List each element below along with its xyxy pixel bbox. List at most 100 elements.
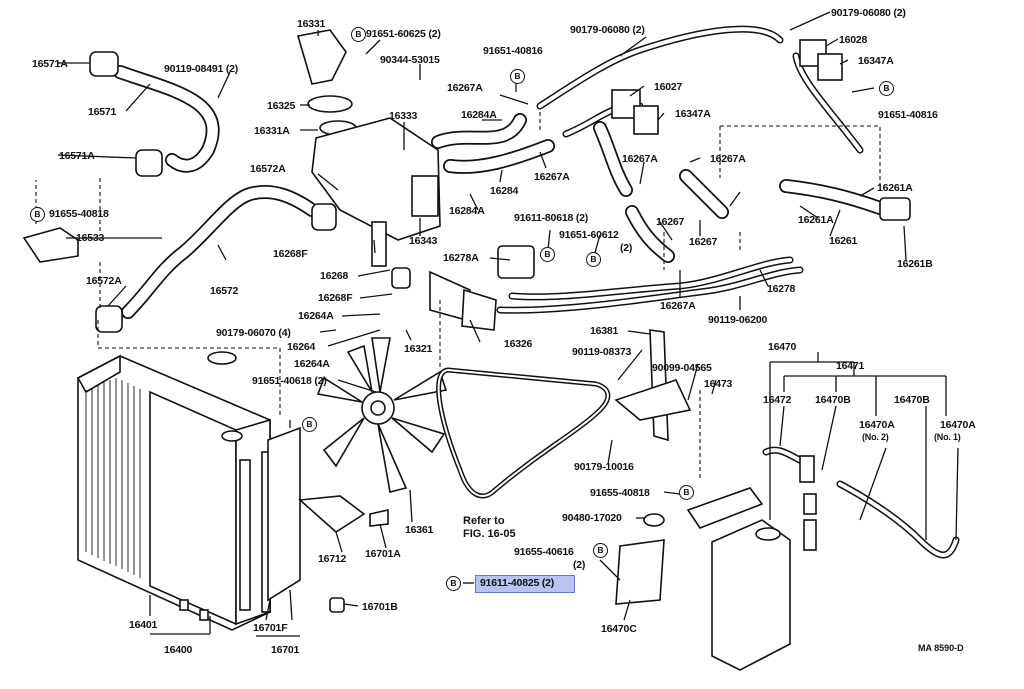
label-16321: 16321 (404, 343, 433, 355)
label-90119-08491: 90119-08491 (2) (164, 63, 239, 75)
label-16701: 16701 (271, 644, 300, 656)
reference-note-line1: Refer to (463, 515, 505, 527)
label-16471: 16471 (836, 360, 865, 372)
label-16701B: 16701B (362, 601, 398, 613)
reservoir-drawing (615, 446, 960, 671)
highlighted-part-label: 91611-40825 (2) (480, 577, 555, 589)
label-16470B-a: 16470B (815, 394, 851, 406)
label-16347A-a: 16347A (858, 55, 894, 67)
label-91651-40816-a: 91651-40816 (483, 45, 543, 57)
bullet-marker: B (302, 417, 317, 432)
label-16470C: 16470C (601, 623, 637, 635)
reference-note-line2: FIG. 16-05 (463, 528, 516, 540)
label-16701A: 16701A (365, 548, 401, 560)
label-16533: 16533 (76, 232, 105, 244)
bullet-marker: B (679, 485, 694, 500)
label-91611-80618: 91611-80618 (2) (514, 212, 589, 224)
label-16268F-a: 16268F (273, 248, 308, 260)
label-91651-60612-qty: (2) (620, 242, 633, 254)
label-91651-40618: 91651-40618 (2) (252, 375, 327, 387)
label-16284A-b: 16284A (449, 205, 485, 217)
label-16261A-a: 16261A (877, 182, 913, 194)
label-16028: 16028 (839, 34, 868, 46)
label-16284: 16284 (490, 185, 519, 197)
label-16264A-a: 16264A (298, 310, 334, 322)
water-outlet-drawing (296, 29, 497, 331)
label-16333: 16333 (389, 110, 418, 122)
label-16712: 16712 (318, 553, 347, 565)
bullet-marker: B (879, 81, 894, 96)
label-16264A-b: 16264A (294, 358, 330, 370)
label-91651-40816-b: 91651-40816 (878, 109, 938, 121)
bullet-marker: B (586, 252, 601, 267)
label-16268F-b: 16268F (318, 292, 353, 304)
label-16470B-b: 16470B (894, 394, 930, 406)
label-16470A-no1: 16470A (940, 419, 976, 431)
bullet-marker: B (510, 69, 525, 84)
highlighted-part-box[interactable]: 91611-40825 (2) (475, 575, 575, 593)
label-16400: 16400 (164, 644, 193, 656)
label-16261A-b: 16261A (798, 214, 834, 226)
label-16381: 16381 (590, 325, 619, 337)
belt-drawing (436, 367, 611, 499)
label-16472: 16472 (763, 394, 792, 406)
label-90179-06080-a: 90179-06080 (2) (570, 24, 645, 36)
label-91655-40818-b: 91655-40818 (590, 487, 650, 499)
label-90179-06080-b: 90179-06080 (2) (831, 7, 906, 19)
label-16267A-b: 16267A (622, 153, 658, 165)
label-90480-17020: 90480-17020 (562, 512, 622, 524)
label-16284A-a: 16284A (461, 109, 497, 121)
label-16343: 16343 (409, 235, 438, 247)
label-90119-06200: 90119-06200 (708, 314, 768, 326)
label-16268: 16268 (320, 270, 349, 282)
label-16473: 16473 (704, 378, 733, 390)
label-16261: 16261 (829, 235, 858, 247)
label-16267-b: 16267 (689, 236, 718, 248)
fan-drawing (316, 337, 448, 493)
label-16572A-b: 16572A (86, 275, 122, 287)
label-16267A-c: 16267A (710, 153, 746, 165)
label-90179-06070: 90179-06070 (4) (216, 327, 291, 339)
label-16325: 16325 (267, 100, 296, 112)
label-16701F: 16701F (253, 622, 288, 634)
label-16571A-b: 16571A (59, 150, 95, 162)
label-16331: 16331 (297, 18, 326, 30)
label-90179-10016: 90179-10016 (574, 461, 634, 473)
label-16470A-no1-qualifier: (No. 1) (934, 432, 961, 442)
label-91655-40818-a: 91655-40818 (49, 208, 109, 220)
label-16401: 16401 (129, 619, 158, 631)
bullet-marker: B (351, 27, 366, 42)
label-16470A-no2-qualifier: (No. 2) (862, 432, 889, 442)
diagram-code: MA 8590-D (918, 643, 964, 653)
bullet-marker: B (540, 247, 555, 262)
label-16261B: 16261B (897, 258, 933, 270)
label-16331A: 16331A (254, 125, 290, 137)
label-16470: 16470 (768, 341, 797, 353)
label-90119-08373: 90119-08373 (572, 346, 632, 358)
label-90344-53015: 90344-53015 (380, 54, 440, 66)
label-16571: 16571 (88, 106, 117, 118)
bullet-marker: B (593, 543, 608, 558)
heater-hose-drawing (431, 113, 911, 263)
label-16361: 16361 (405, 524, 434, 536)
hose-16571-drawing (89, 51, 220, 177)
leader-lines (35, 11, 959, 637)
label-16347A-b: 16347A (675, 108, 711, 120)
radiator-drawing (76, 351, 301, 631)
bracket-drawing (22, 227, 692, 613)
label-16571A-a: 16571A (32, 58, 68, 70)
label-91651-60625: 91651-60625 (2) (366, 28, 441, 40)
bullet-marker: B (446, 576, 461, 591)
label-16267A-d: 16267A (534, 171, 570, 183)
label-16326: 16326 (504, 338, 533, 350)
label-91651-60612: 91651-60612 (559, 229, 619, 241)
label-91655-40616: 91655-40616 (514, 546, 574, 558)
label-16278: 16278 (767, 283, 796, 295)
label-90099-04565: 90099-04565 (652, 362, 712, 374)
label-16267: 16267 (656, 216, 685, 228)
label-16267A-e: 16267A (660, 300, 696, 312)
label-16278A: 16278A (443, 252, 479, 264)
label-91655-40616-qty: (2) (573, 559, 586, 571)
